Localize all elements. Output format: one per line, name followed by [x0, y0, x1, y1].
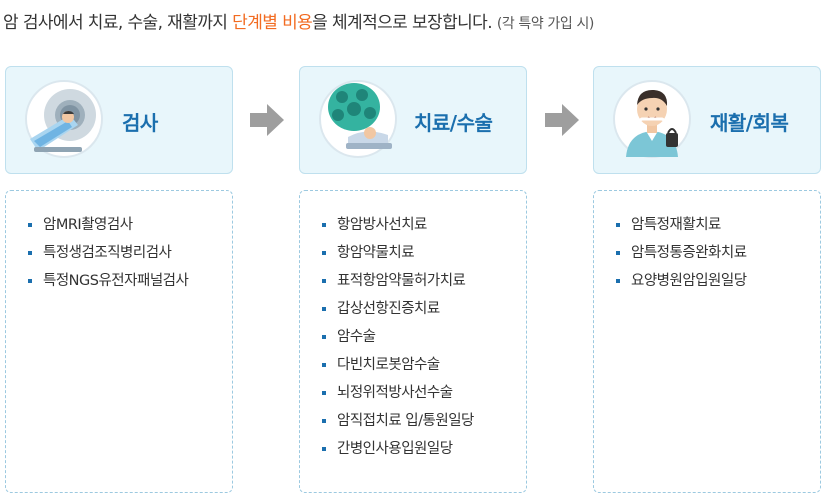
stage-title-exam: 검사 [122, 111, 158, 135]
mri-scan-icon [25, 80, 103, 158]
headline-text-2: 을 체계적으로 보장합니다. [312, 13, 497, 33]
list-item: 다빈치로봇암수술 [322, 351, 526, 379]
list-item: 특정생검조직병리검사 [28, 239, 232, 267]
surgery-light-icon [319, 80, 397, 158]
list-item: 특정NGS유전자패널검사 [28, 267, 232, 295]
headline-highlight: 단계별 비용 [232, 13, 313, 33]
headline-text-1: 암 검사에서 치료, 수술, 재활까지 [3, 13, 233, 33]
list-item: 표적항암약물허가치료 [322, 267, 526, 295]
stage-card-rehab: 재활/회복 [593, 66, 821, 174]
list-item: 암특정통증완화치료 [616, 239, 820, 267]
stage-card-treatment: 치료/수술 [299, 66, 527, 174]
headline-note: (각 특약 가입 시) [496, 16, 595, 32]
list-item: 암특정재활치료 [616, 211, 820, 239]
list-item: 뇌정위적방사선수술 [322, 379, 526, 407]
arrow-right-icon [250, 104, 284, 136]
stage-title-rehab: 재활/회복 [710, 111, 789, 135]
list-item: 항암약물치료 [322, 239, 526, 267]
stage-title-treatment: 치료/수술 [414, 111, 493, 135]
list-item: 요양병원암입원일당 [616, 267, 820, 295]
list-item: 갑상선항진증치료 [322, 295, 526, 323]
list-item: 암MRI촬영검사 [28, 211, 232, 239]
list-item: 암수술 [322, 323, 526, 351]
stage-card-exam: 검사 [5, 66, 233, 174]
coverage-list-treatment: 항암방사선치료 항암약물치료 표적항암약물허가치료 갑상선항진증치료 암수술 다… [299, 190, 527, 493]
coverage-list-exam: 암MRI촬영검사 특정생검조직병리검사 특정NGS유전자패널검사 [5, 190, 233, 493]
headline: 암 검사에서 치료, 수술, 재활까지 단계별 비용을 체계적으로 보장합니다.… [3, 8, 594, 33]
rehab-patient-icon [613, 80, 691, 158]
list-item: 항암방사선치료 [322, 211, 526, 239]
arrow-right-icon [545, 104, 579, 136]
coverage-list-rehab: 암특정재활치료 암특정통증완화치료 요양병원암입원일당 [593, 190, 821, 493]
list-item: 간병인사용입원일당 [322, 435, 526, 463]
list-item: 암직접치료 입/통원일당 [322, 407, 526, 435]
